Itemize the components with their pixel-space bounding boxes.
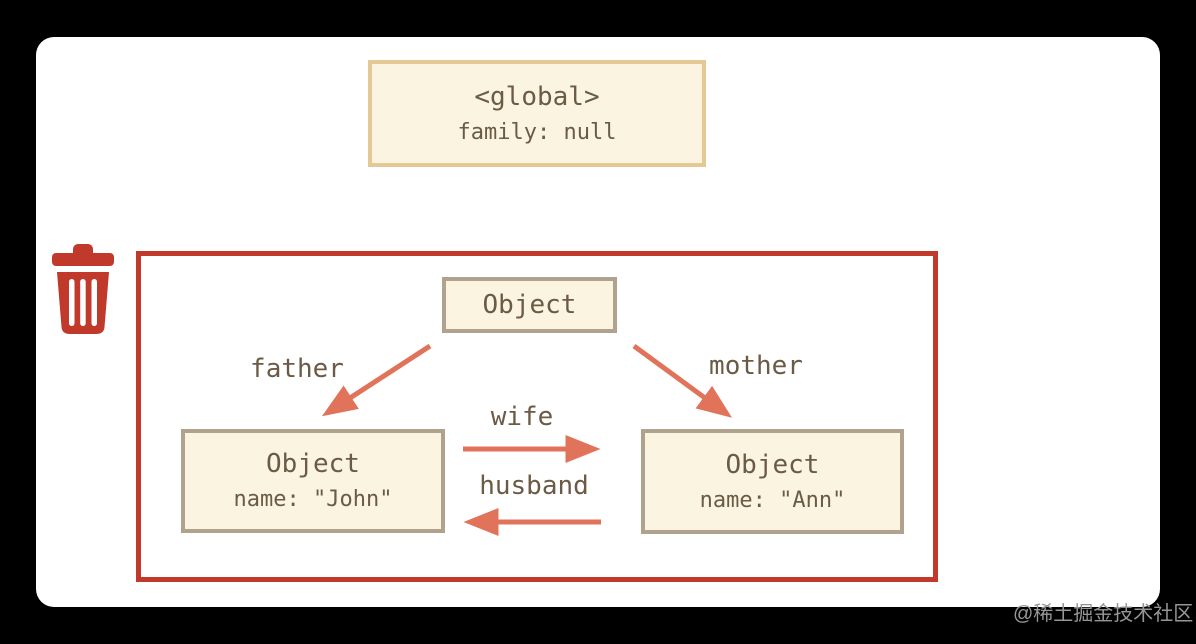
global-scope-title: <global> [474,81,600,112]
john-object-title: Object [266,449,360,479]
family-object-box: Object [442,277,617,333]
ann-object-title: Object [725,449,820,480]
watermark: @稀土掘金技术社区 [1013,603,1194,625]
ann-object-box: Object name: "Ann" [641,429,904,534]
wife-edge-label: wife [490,402,554,432]
ann-name-property: name: "Ann" [699,487,846,513]
mother-edge-label: mother [709,351,803,381]
global-family-property: family: null [457,119,617,145]
trash-icon [52,244,114,334]
husband-edge-label: husband [479,471,589,501]
john-object-box: Object name: "John" [181,429,445,533]
global-scope-box: <global> family: null [368,60,706,167]
unreachable-island-frame [136,251,938,582]
john-name-property: name: "John" [233,487,393,512]
family-object-title: Object [482,290,577,320]
father-edge-label: father [250,354,344,384]
